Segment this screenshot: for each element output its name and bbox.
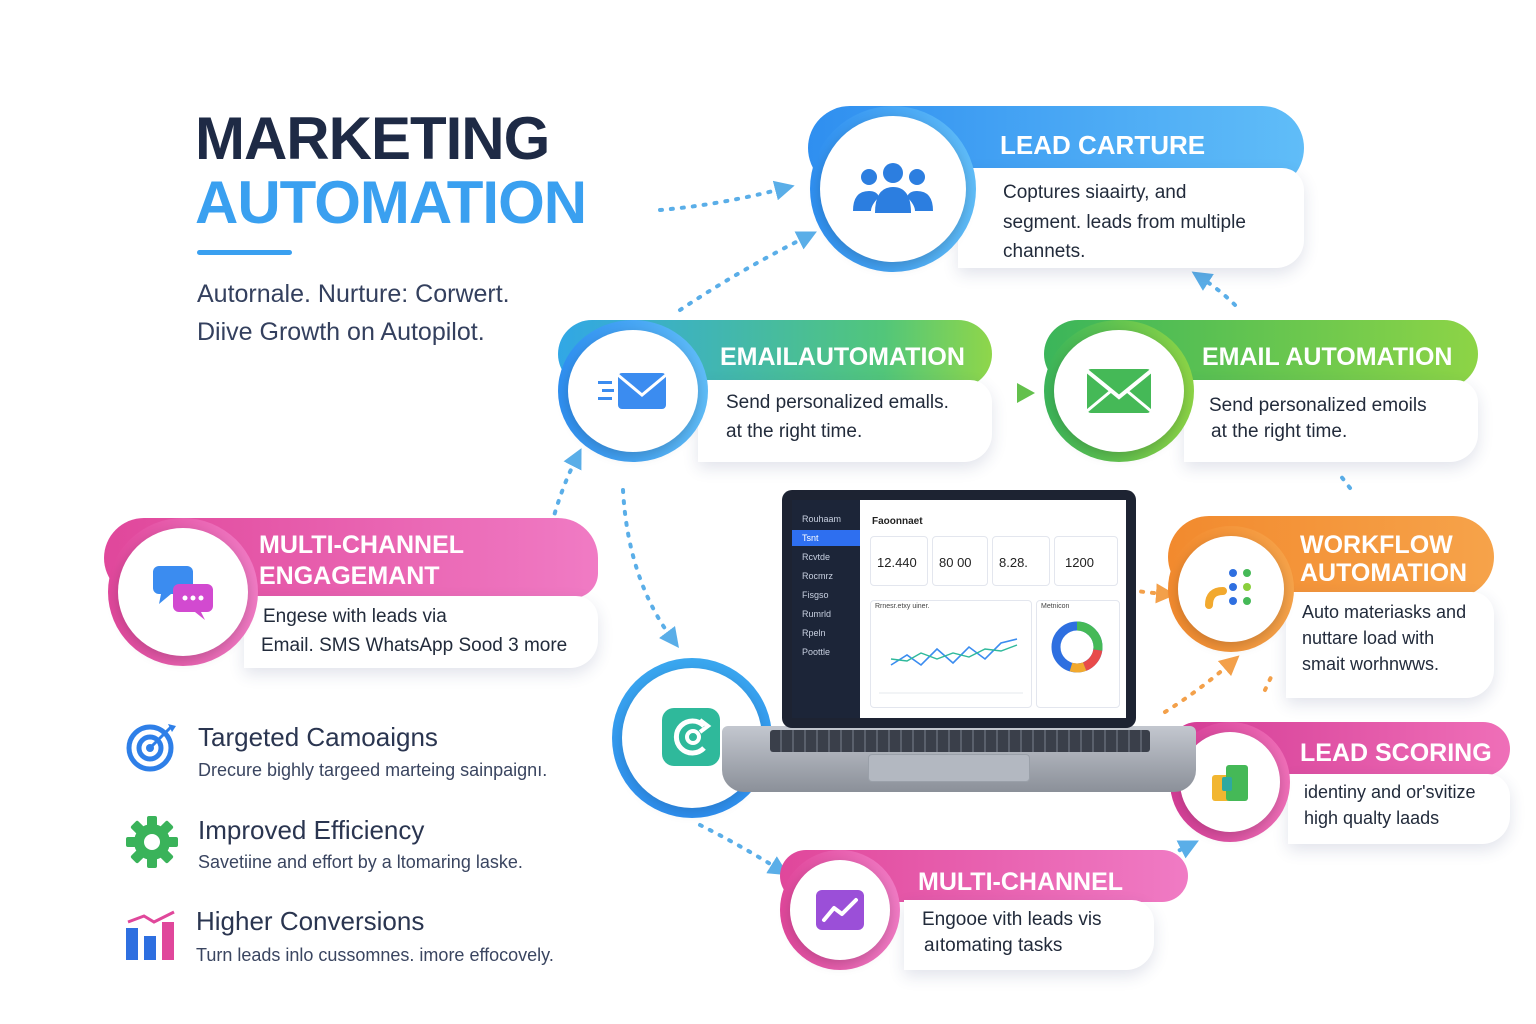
users-icon <box>853 163 933 213</box>
tagline-line2: Diive Growth on Autopilot. <box>197 318 485 346</box>
benefit-desc: Turn leads inlo cussomnes. imore effocov… <box>196 945 554 965</box>
card-email-automation-1: EMAILAUTOMATION Send personalized emalls… <box>558 320 992 462</box>
benefit-title: Targeted Camoaigns <box>198 722 438 752</box>
card-icon-ring <box>780 850 900 970</box>
kpi-value: 80 00 <box>939 555 972 570</box>
card-icon-ring <box>108 518 258 666</box>
gear-icon <box>126 816 178 868</box>
page-title-line2: AUTOMATION <box>195 169 587 236</box>
card-icon-ring <box>1044 320 1194 462</box>
donut-chart <box>1051 621 1103 673</box>
card-icon-ring <box>558 320 708 462</box>
card-desc-line1: Send personalized emoils <box>1209 395 1427 416</box>
kpi-value: 12.440 <box>877 555 917 570</box>
chart-up-icon <box>816 890 864 930</box>
card-desc-line2: segment. leads from multiple <box>1003 212 1246 233</box>
score-icon <box>1212 765 1248 801</box>
line-chart <box>879 638 1023 694</box>
card-desc-line2: at the right time. <box>726 421 863 442</box>
benefit-title: Improved Efficiency <box>198 815 425 845</box>
card-desc-line1: Send personalized emalls. <box>726 392 949 413</box>
card-body <box>1286 592 1494 698</box>
laptop-trackpad <box>868 754 1030 782</box>
card-desc-line2: aıtomating tasks <box>924 935 1063 956</box>
bar-chart-icon <box>126 910 175 960</box>
card-title: LEAD SCORING <box>1300 739 1492 767</box>
card-lead-scoring: LEAD SCORING identiny and or'svitize hig… <box>1170 722 1510 844</box>
card-title: EMAIL AUTOMATION <box>1202 343 1453 371</box>
dashboard-sidebar: Rouhaam Tsnt Rcvtde Rocmrz Fisgso Rumrld… <box>792 500 860 718</box>
sidebar-item[interactable]: Rouhaam <box>802 514 842 524</box>
card-title-line2: AUTOMATION <box>1300 559 1468 587</box>
card-desc-line1: identiny and or'svitize <box>1304 782 1476 802</box>
card-title: MULTI-CHANNEL <box>918 868 1124 896</box>
sidebar-item[interactable]: Rcvtde <box>802 552 831 562</box>
card-title-line1: MULTI-CHANNEL <box>259 531 465 559</box>
card-workflow-automation: WORKFLOW AUTOMATION Auto materiasks and … <box>1168 516 1494 698</box>
card-desc-line2: Email. SMS WhatsApp Sood 3 more <box>261 635 568 656</box>
card-title: LEAD CARTURE <box>1000 130 1206 160</box>
sidebar-item[interactable]: Rumrld <box>802 609 832 619</box>
mail-icon <box>1085 369 1153 413</box>
benefit-desc: Drecure bighly targeed marteing sainpaig… <box>198 760 548 780</box>
target-icon <box>126 724 176 772</box>
sidebar-item[interactable]: Fisgso <box>802 590 829 600</box>
sidebar-item[interactable]: Tsnt <box>802 533 819 543</box>
card-multichannel-engagement: MULTI-CHANNEL ENGAGEMANT Engese with lea… <box>104 518 598 668</box>
card-multichannel-bottom: MULTI-CHANNEL Engooe vith leads vis aıto… <box>780 850 1188 970</box>
card-body <box>958 168 1304 268</box>
card-desc-line2: high qualty laads <box>1304 808 1440 828</box>
donut-chart-panel: Metnicon <box>1036 600 1120 708</box>
card-body <box>1184 380 1478 462</box>
laptop-keyboard <box>770 730 1150 752</box>
kpi-value: 1200 <box>1065 555 1094 570</box>
card-icon-ring <box>1168 526 1294 652</box>
line-chart-panel: Rrnesr.etxy uiner. <box>870 600 1032 708</box>
card-desc-line1: Coptures siaairty, and <box>1003 182 1187 203</box>
tagline-line1: Autornale. Nurture: Corwert. <box>197 280 510 308</box>
card-desc-line2: at the right time. <box>1211 421 1348 442</box>
card-desc-line1: Auto materiasks and <box>1302 602 1467 622</box>
kpi-card: 12.440 <box>870 536 928 586</box>
card-desc-line1: Engese with leads via <box>263 606 447 627</box>
card-desc-line1: Engooe vith leads vis <box>922 909 1102 930</box>
card-icon-ring <box>810 106 976 272</box>
workflow-icon <box>1205 569 1251 609</box>
sync-icon <box>662 708 720 766</box>
panel-title: Metnicon <box>1041 603 1070 610</box>
card-title-line2: ENGAGEMANT <box>259 562 440 590</box>
title-underline <box>197 250 292 255</box>
page-title-line1: MARKETING <box>195 105 550 172</box>
sidebar-selected <box>792 530 860 546</box>
card-title-line1: WORKFLOW <box>1300 531 1453 559</box>
kpi-value: 8.28. <box>999 555 1028 570</box>
card-body <box>244 596 598 668</box>
sidebar-item[interactable]: Rocmrz <box>802 571 833 581</box>
dashboard-header: Faoonnaet <box>872 516 923 527</box>
card-body <box>904 900 1154 970</box>
kpi-card: 1200 <box>1054 536 1118 586</box>
card-body <box>1288 774 1510 844</box>
mail-send-icon <box>598 373 667 409</box>
benefit-desc: Savetiine and effort by a ltomaring lask… <box>198 852 523 872</box>
card-email-automation-2: EMAIL AUTOMATION Send personalized emoil… <box>1044 320 1478 462</box>
card-desc-line3: channets. <box>1003 241 1086 262</box>
panel-title: Rrnesr.etxy uiner. <box>875 603 930 610</box>
card-desc-line3: smait worhnwws. <box>1302 654 1440 674</box>
kpi-card: 80 00 <box>932 536 988 586</box>
sidebar-item[interactable]: Rpeln <box>802 628 826 638</box>
sidebar-item[interactable]: Poottle <box>802 647 831 657</box>
card-lead-capture: LEAD CARTURE Coptures siaairty, and segm… <box>808 106 1304 272</box>
benefit-title: Higher Conversions <box>196 906 425 936</box>
card-desc-line2: nuttare load with <box>1302 628 1435 648</box>
card-body <box>698 380 992 462</box>
kpi-card: 8.28. <box>992 536 1050 586</box>
card-title: EMAILAUTOMATION <box>720 343 965 371</box>
dashboard-screen: Rouhaam Tsnt Rcvtde Rocmrz Fisgso Rumrld… <box>792 500 1126 718</box>
chat-icon <box>153 566 213 620</box>
